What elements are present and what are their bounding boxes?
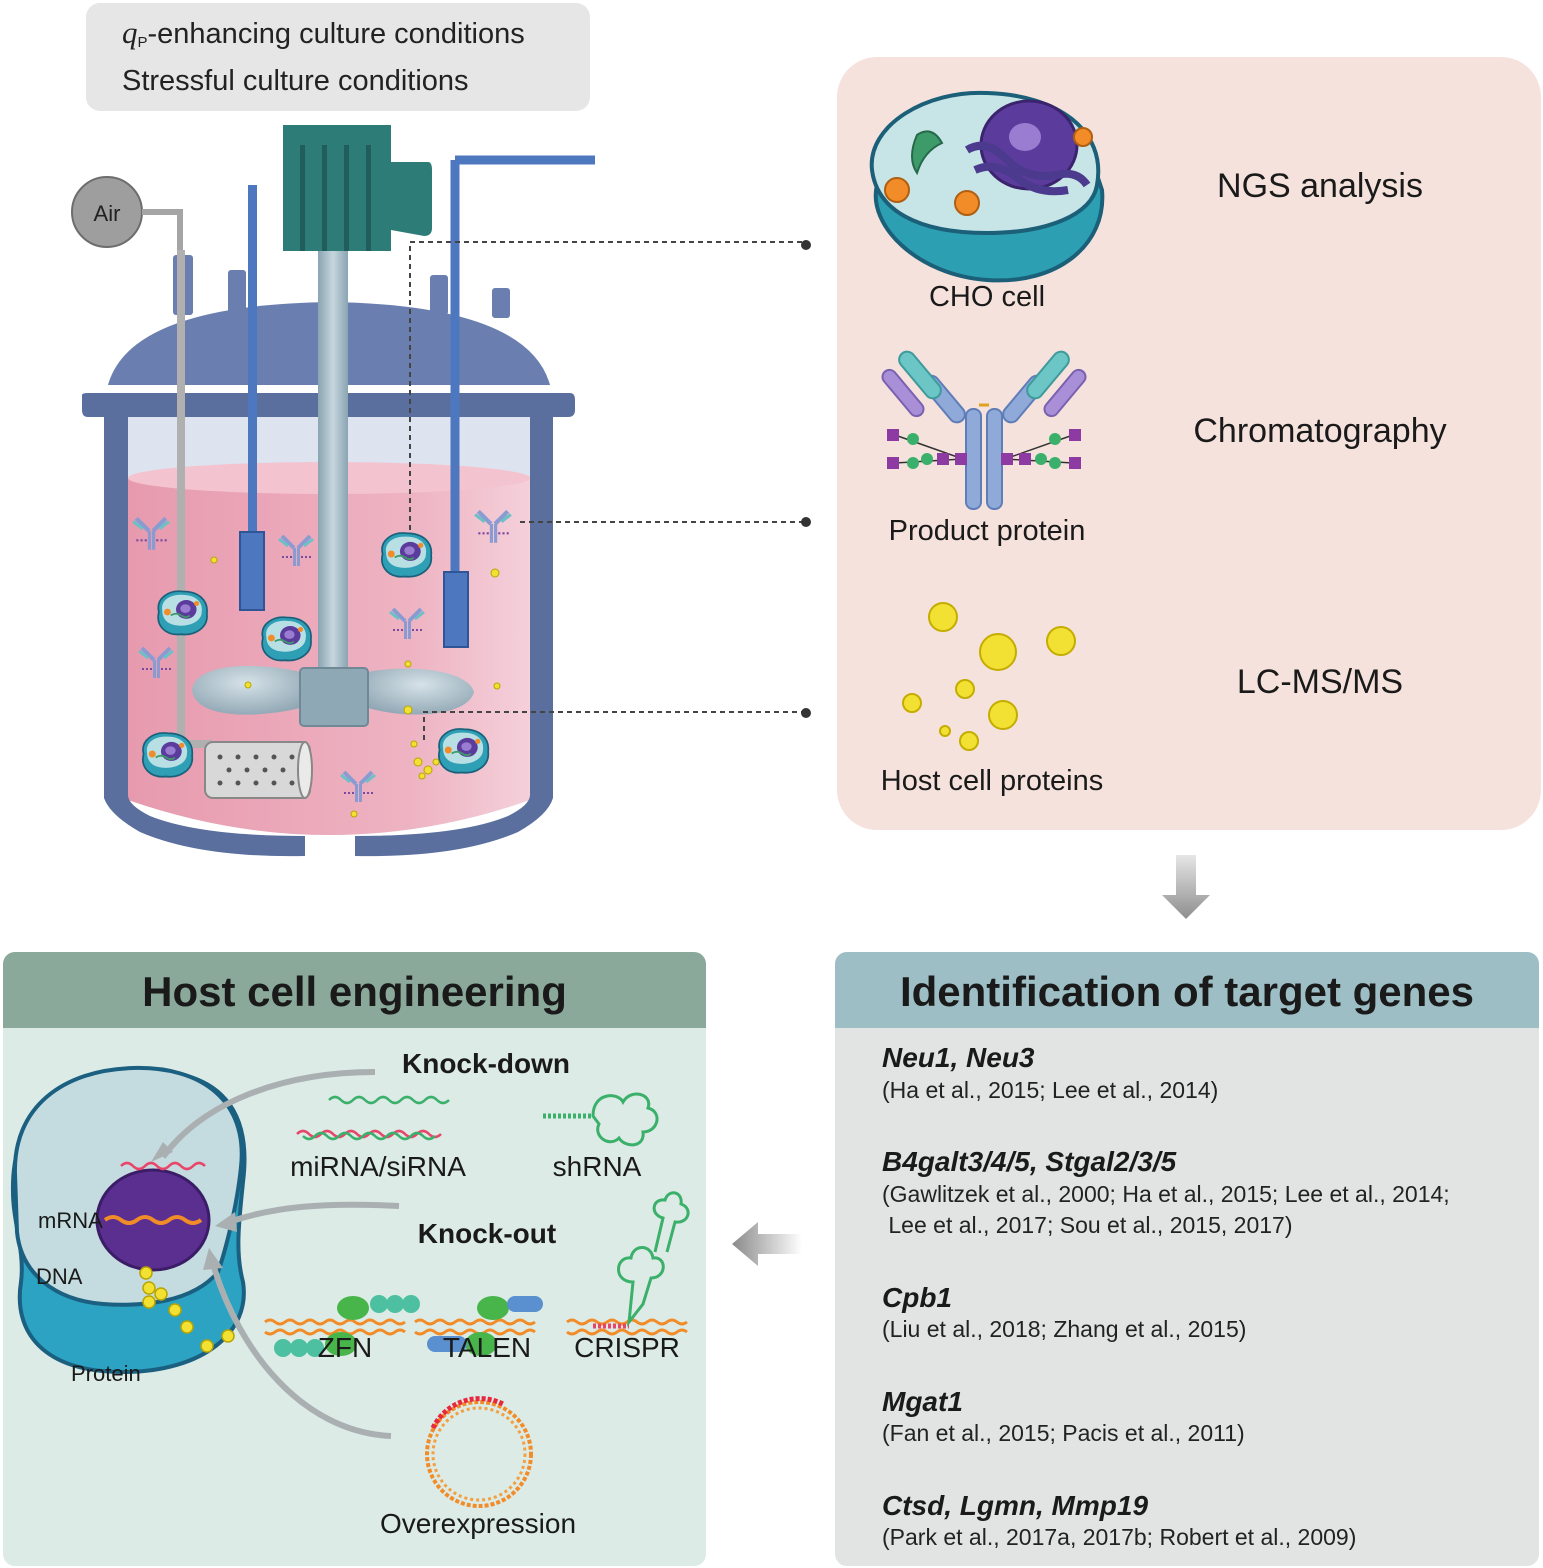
engineering-header bbox=[3, 952, 706, 1028]
bioreactor-illustration: Air bbox=[71, 125, 811, 857]
antibody-icon bbox=[881, 350, 1087, 510]
refs-entry-3: (Liu et al., 2018; Zhang et al., 2015) bbox=[882, 1316, 1247, 1342]
motor bbox=[283, 125, 391, 251]
method-ngs: NGS analysis bbox=[1217, 167, 1423, 205]
knockout-title: Knock-out bbox=[417, 1218, 557, 1249]
knockdown-title: Knock-down bbox=[402, 1048, 570, 1079]
host-cell-engineering-panel: Host cell engineering bbox=[3, 952, 706, 1566]
knockdown-arrow bbox=[160, 1069, 376, 1159]
cho-cell-label: CHO cell bbox=[928, 281, 1046, 313]
sparger-tube bbox=[177, 250, 185, 750]
zfn-label: ZFN bbox=[317, 1332, 373, 1363]
gene-entry-2: B4galt3/4/5, Stgal2/3/5 bbox=[882, 1146, 1177, 1177]
mrna-label: mRNA bbox=[38, 1208, 103, 1233]
target-genes-panel: Identification of target genes Neu1, Neu… bbox=[835, 952, 1539, 1566]
dna-label: DNA bbox=[36, 1264, 83, 1289]
qp-enhancing-conditions: qP-enhancing culture conditions bbox=[122, 15, 525, 51]
sparger bbox=[204, 741, 311, 799]
mirna-sirna-label: miRNA/siRNA bbox=[290, 1151, 466, 1182]
gene-entry-5: Ctsd, Lgmn, Mmp19 bbox=[882, 1490, 1149, 1521]
gene-entry-4: Mgat1 bbox=[882, 1386, 963, 1417]
engineering-illustration bbox=[10, 1065, 690, 1508]
impeller-hub bbox=[299, 667, 369, 727]
knockout-arrow bbox=[228, 1201, 400, 1225]
zfn-icon bbox=[264, 1295, 420, 1357]
stressful-conditions: Stressful culture conditions bbox=[122, 65, 469, 97]
plasmid-icon bbox=[425, 1400, 533, 1508]
crispr-label: CRISPR bbox=[574, 1332, 680, 1363]
analysis-panel: CHO cell NGS analysis Product protein Ch… bbox=[837, 57, 1541, 830]
leader-cell bbox=[409, 241, 806, 530]
impeller-blade-left bbox=[192, 665, 300, 715]
agitator-shaft bbox=[318, 251, 348, 671]
crispr-icon bbox=[566, 1191, 690, 1336]
culture-conditions-box: qP-enhancing culture conditions Stressfu… bbox=[86, 3, 590, 111]
protein-label: Protein bbox=[71, 1361, 141, 1386]
refs-entry-1: (Ha et al., 2015; Lee et al., 2014) bbox=[882, 1077, 1219, 1103]
cho-cell-icon bbox=[869, 90, 1105, 283]
refs-entry-5: (Park et al., 2017a, 2017b; Robert et al… bbox=[882, 1524, 1357, 1550]
refs-entry-4: (Fan et al., 2015; Pacis et al., 2011) bbox=[882, 1420, 1245, 1446]
air-label: Air bbox=[94, 201, 121, 226]
left-arrow-icon bbox=[732, 1222, 802, 1266]
overexpression-arrow bbox=[210, 1263, 392, 1439]
gene-entry-1: Neu1, Neu3 bbox=[882, 1042, 1035, 1073]
product-protein-label: Product protein bbox=[888, 515, 1086, 547]
gene-entry-3: Cpb1 bbox=[882, 1282, 952, 1313]
overexpression-label: Overexpression bbox=[379, 1508, 577, 1539]
mrna-strand bbox=[120, 1161, 206, 1171]
probe-right bbox=[450, 155, 595, 645]
method-chromatography: Chromatography bbox=[1193, 412, 1447, 450]
vessel-wall-right bbox=[355, 413, 553, 857]
method-lcmsms: LC-MS/MS bbox=[1236, 663, 1404, 701]
refs-entry-2: (Gawlitzek et al., 2000; Ha et al., 2015… bbox=[882, 1181, 1450, 1238]
talen-label: TALEN bbox=[442, 1332, 532, 1363]
down-arrow-icon bbox=[1162, 855, 1210, 919]
host-cell-proteins-icon bbox=[902, 602, 1076, 751]
impeller-blade-right bbox=[368, 668, 474, 715]
engineering-title: Host cell engineering bbox=[142, 968, 567, 1015]
targets-header bbox=[835, 952, 1539, 1028]
shrna-label: shRNA bbox=[552, 1151, 642, 1182]
leader-hcp bbox=[423, 711, 806, 740]
mirna-strand bbox=[328, 1095, 450, 1105]
host-cell-proteins-label: Host cell proteins bbox=[880, 765, 1104, 797]
vessel-wall-left bbox=[104, 413, 305, 857]
probe-left bbox=[248, 185, 257, 545]
targets-title: Identification of target genes bbox=[899, 968, 1475, 1015]
talen-icon bbox=[414, 1296, 543, 1356]
